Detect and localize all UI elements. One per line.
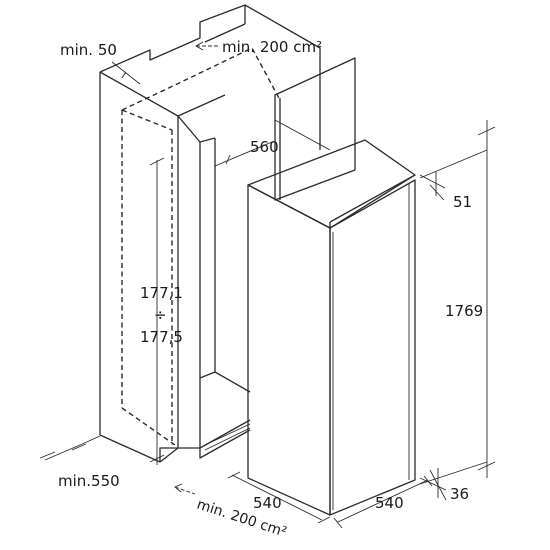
dim-51 [419,172,446,201]
label-appliance-height: 1769 [445,302,483,320]
vent-top-arrow [195,41,218,51]
refrigerator [247,139,416,516]
label-height-bottom: 177,5 [140,328,183,346]
dim-36 [419,468,447,501]
label-appliance-depth: 540 [375,494,404,512]
label-bottom-gap: 36 [450,485,469,503]
label-min-50: min. 50 [60,41,117,59]
label-appliance-width: 540 [253,494,282,512]
label-min-width: min.550 [58,472,120,490]
dim-min-550 [39,435,101,461]
label-vent-top: min. 200 cm² [222,38,322,56]
label-height-sep: ÷ [154,306,167,324]
dim-niche-height [149,157,165,465]
dim-1769 [419,120,496,485]
cabinet-niche [99,4,356,463]
label-height-top: 177,1 [140,284,183,302]
vent-bottom-arrow [174,483,196,495]
dim-540-width [227,471,331,524]
dim-min-50 [111,61,141,85]
label-top-gap: 51 [453,193,472,211]
dim-560 [214,119,331,167]
niche-dashed-outline [121,47,281,446]
label-cabinet-depth: 560 [250,138,279,156]
